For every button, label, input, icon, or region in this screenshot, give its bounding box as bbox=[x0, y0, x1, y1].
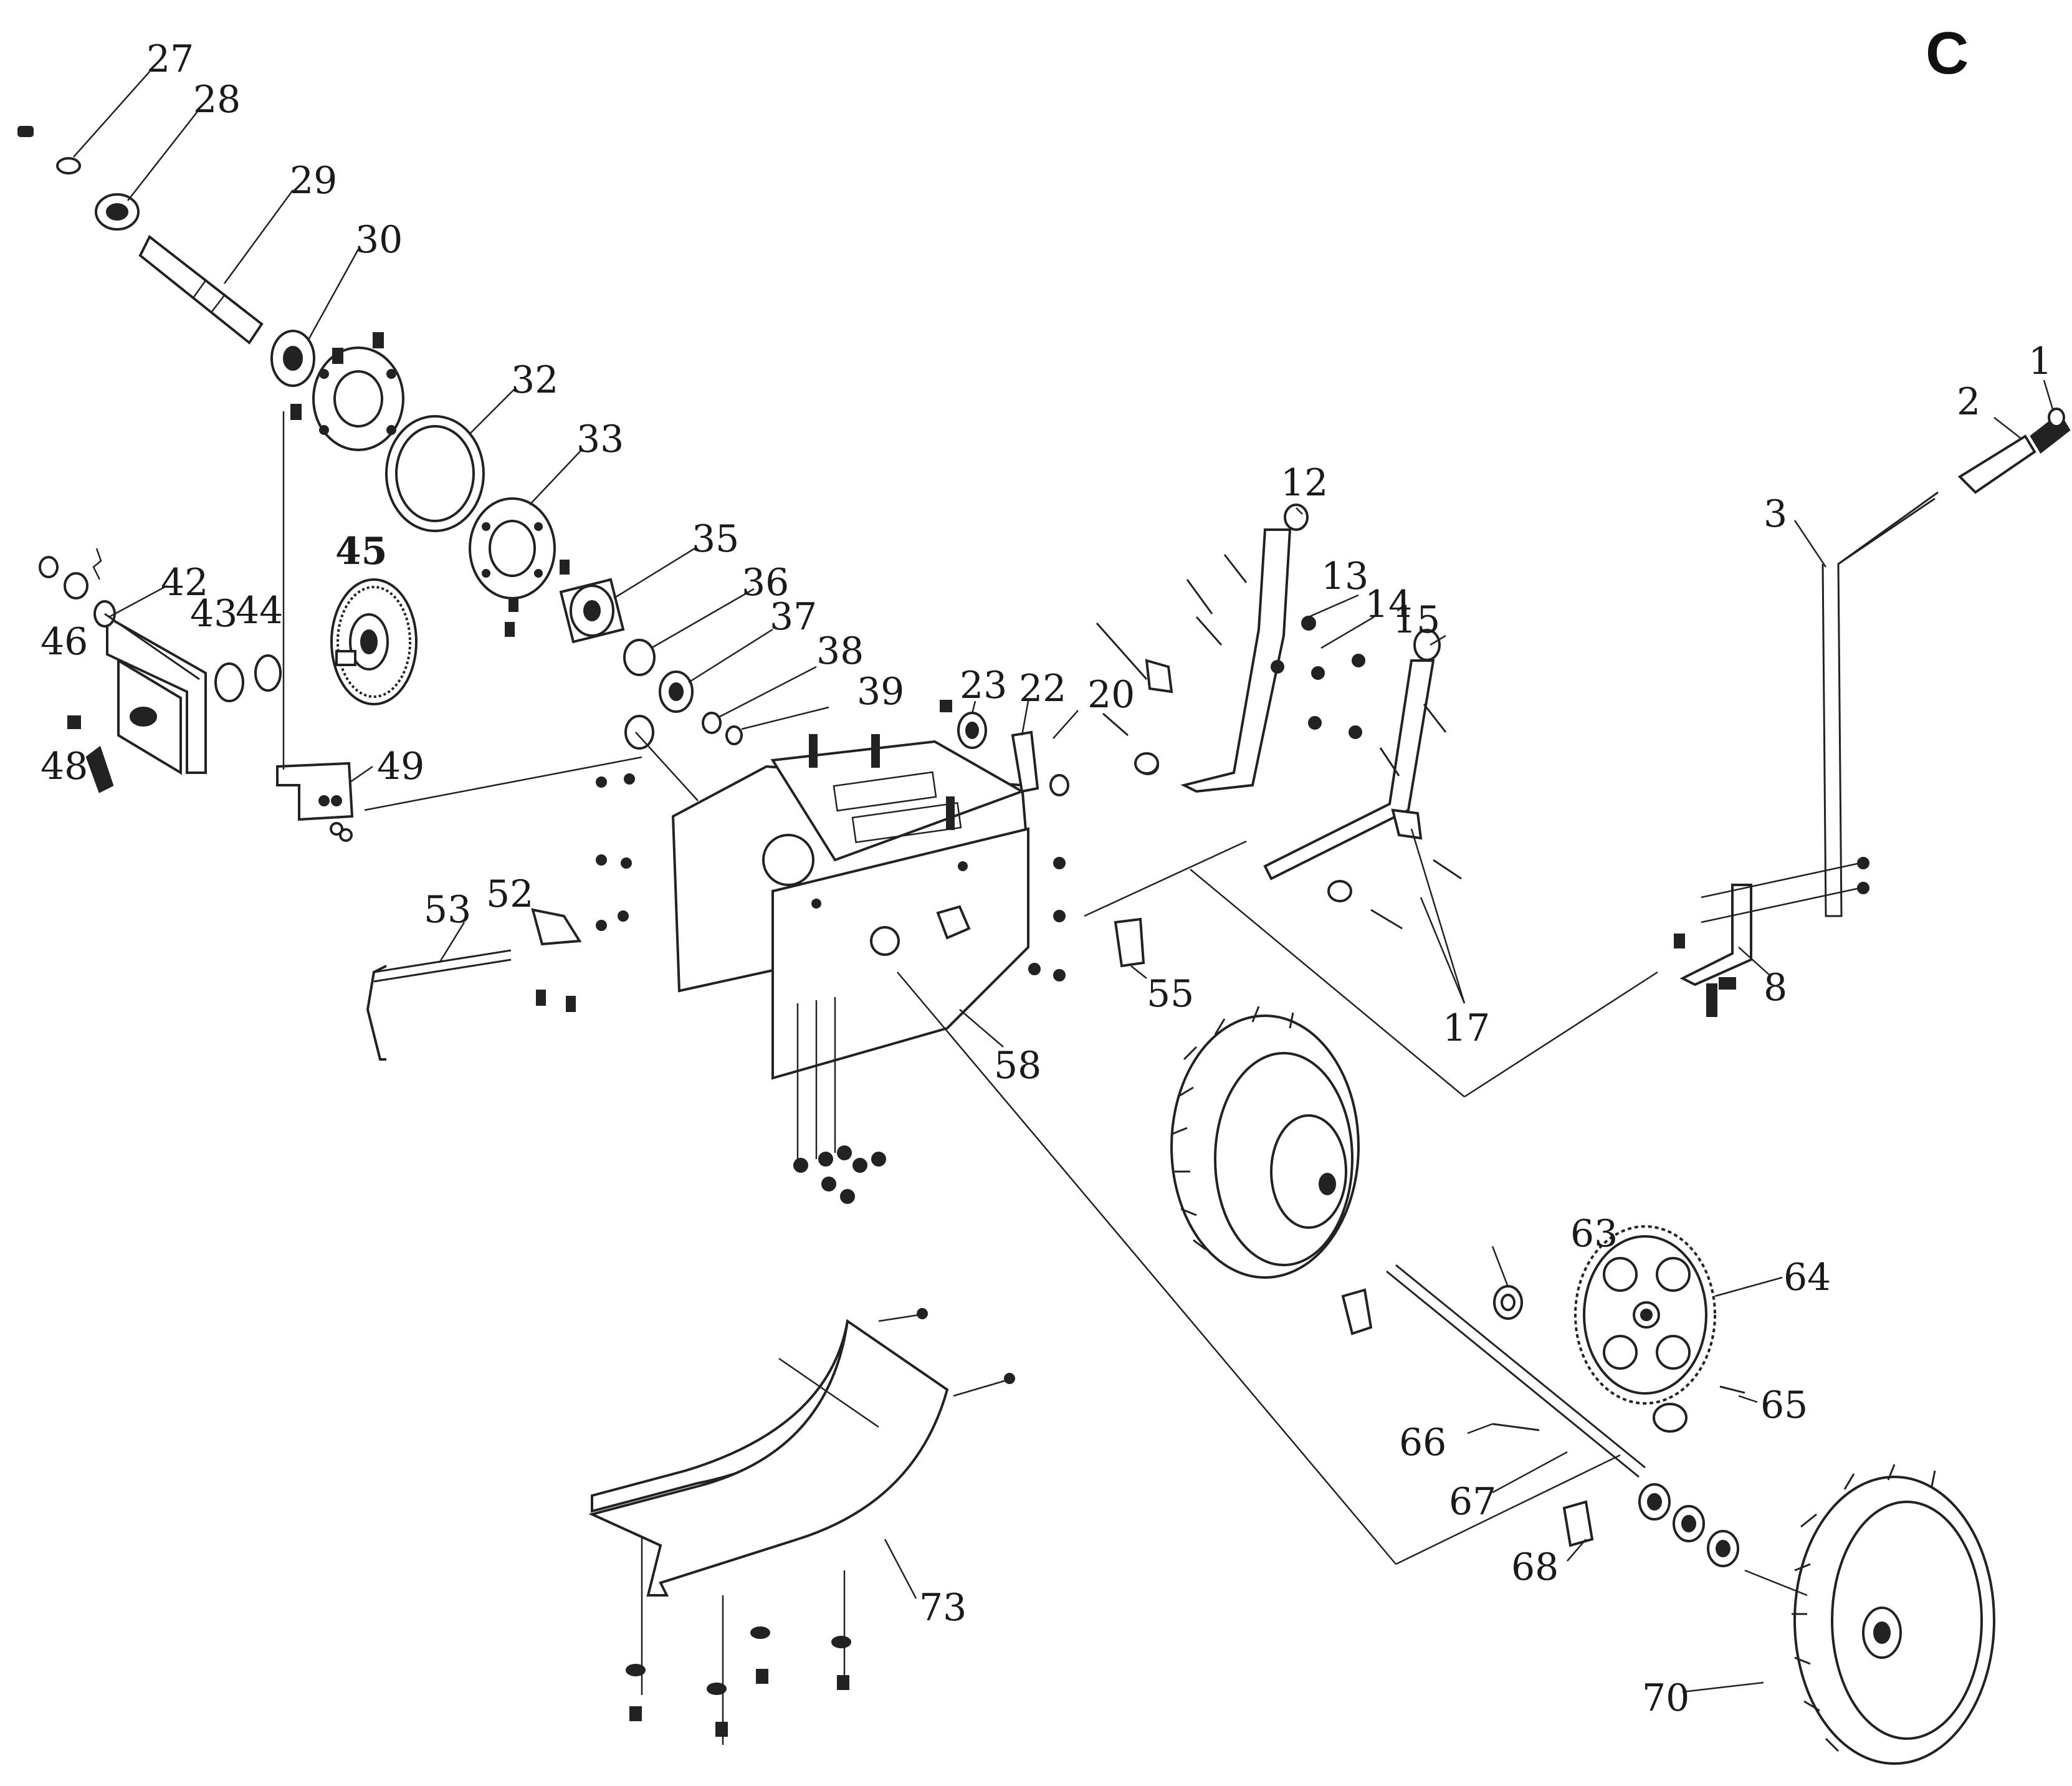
callout-68: 68 bbox=[1511, 1545, 1559, 1589]
auger-shaft-assembly bbox=[17, 126, 404, 451]
side-plate bbox=[771, 827, 1066, 1204]
callout-1: 1 bbox=[2028, 340, 2052, 383]
callout-15: 15 bbox=[1393, 598, 1440, 642]
shift-linkage bbox=[366, 908, 582, 1061]
control-arms bbox=[1096, 504, 1462, 930]
callout-52: 52 bbox=[486, 872, 533, 916]
callout-66: 66 bbox=[1399, 1421, 1446, 1464]
callout-14: 14 bbox=[1365, 583, 1412, 626]
callout-45: 45 bbox=[335, 530, 388, 573]
callout-43: 43 bbox=[190, 592, 237, 636]
callout-70: 70 bbox=[1642, 1676, 1689, 1720]
skid-plate bbox=[588, 1308, 1015, 1745]
callout-46: 46 bbox=[41, 620, 88, 664]
axle-assembly bbox=[1341, 1264, 1745, 1567]
assembly-lines bbox=[282, 411, 1808, 1597]
callout-55: 55 bbox=[1147, 972, 1194, 1016]
right-wheel bbox=[1792, 1464, 1995, 1765]
callout-17: 17 bbox=[1443, 1006, 1490, 1050]
callout-32: 32 bbox=[511, 358, 558, 402]
callout-20: 20 bbox=[1087, 673, 1135, 717]
bearing-housing bbox=[469, 497, 570, 637]
callout-35: 35 bbox=[692, 517, 739, 561]
callout-67: 67 bbox=[1449, 1480, 1496, 1524]
callout-37: 37 bbox=[770, 595, 817, 639]
callout-39: 39 bbox=[857, 670, 904, 714]
callout-28: 28 bbox=[193, 78, 241, 122]
part-drawings bbox=[17, 126, 2071, 1765]
callout-33: 33 bbox=[576, 418, 624, 461]
callout-2: 2 bbox=[1957, 380, 1980, 424]
callout-13: 13 bbox=[1321, 555, 1368, 598]
callout-63: 63 bbox=[1570, 1212, 1618, 1256]
leader-lines bbox=[73, 71, 2055, 1693]
callout-labels: 1 2 3 8 12 13 14 15 17 20 22 23 27 28 29… bbox=[41, 37, 2052, 1720]
shift-lever bbox=[1674, 408, 2071, 1017]
callout-53: 53 bbox=[424, 888, 471, 932]
callout-23: 23 bbox=[960, 664, 1007, 707]
callout-64: 64 bbox=[1783, 1256, 1831, 1299]
pivot-bracket bbox=[39, 548, 282, 793]
flange-bearing bbox=[559, 578, 625, 644]
left-wheel bbox=[1170, 1006, 1360, 1279]
callout-29: 29 bbox=[290, 159, 337, 203]
callout-36: 36 bbox=[742, 561, 789, 604]
callout-38: 38 bbox=[816, 629, 864, 673]
callout-73: 73 bbox=[919, 1586, 967, 1630]
friction-wheel bbox=[330, 578, 418, 705]
callout-12: 12 bbox=[1281, 461, 1328, 505]
axle-gear bbox=[1574, 1225, 1716, 1405]
callout-27: 27 bbox=[146, 37, 194, 81]
callout-3: 3 bbox=[1764, 492, 1787, 536]
small-bracket bbox=[276, 762, 354, 842]
callout-8: 8 bbox=[1764, 966, 1787, 1010]
callout-48: 48 bbox=[41, 745, 88, 788]
callout-58: 58 bbox=[994, 1044, 1041, 1087]
callout-49: 49 bbox=[377, 745, 424, 788]
callout-30: 30 bbox=[355, 218, 403, 262]
section-letter: C bbox=[1926, 20, 1969, 87]
callout-22: 22 bbox=[1019, 667, 1066, 710]
clip bbox=[1114, 917, 1145, 968]
callout-44: 44 bbox=[236, 589, 283, 633]
washer bbox=[623, 639, 656, 676]
callout-65: 65 bbox=[1760, 1383, 1808, 1427]
callout-42: 42 bbox=[161, 561, 208, 604]
